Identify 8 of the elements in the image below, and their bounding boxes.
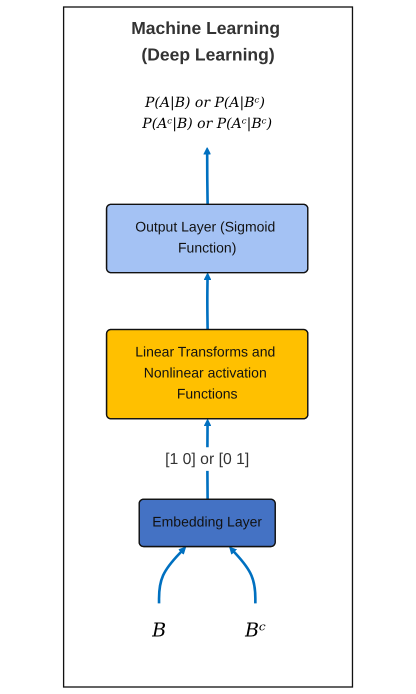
edge-label: [1 0] or [0 1] bbox=[165, 450, 250, 468]
node-text: Bᶜ bbox=[244, 620, 266, 642]
node-text: B bbox=[152, 620, 166, 642]
arrow bbox=[229, 546, 257, 604]
arrow bbox=[203, 147, 211, 205]
arrow bbox=[158, 546, 186, 604]
node-text: P(A|B) or P(A|Bᶜ) P(Aᶜ|B) or P(Aᶜ|Bᶜ) bbox=[142, 94, 272, 132]
arrow bbox=[204, 272, 212, 330]
